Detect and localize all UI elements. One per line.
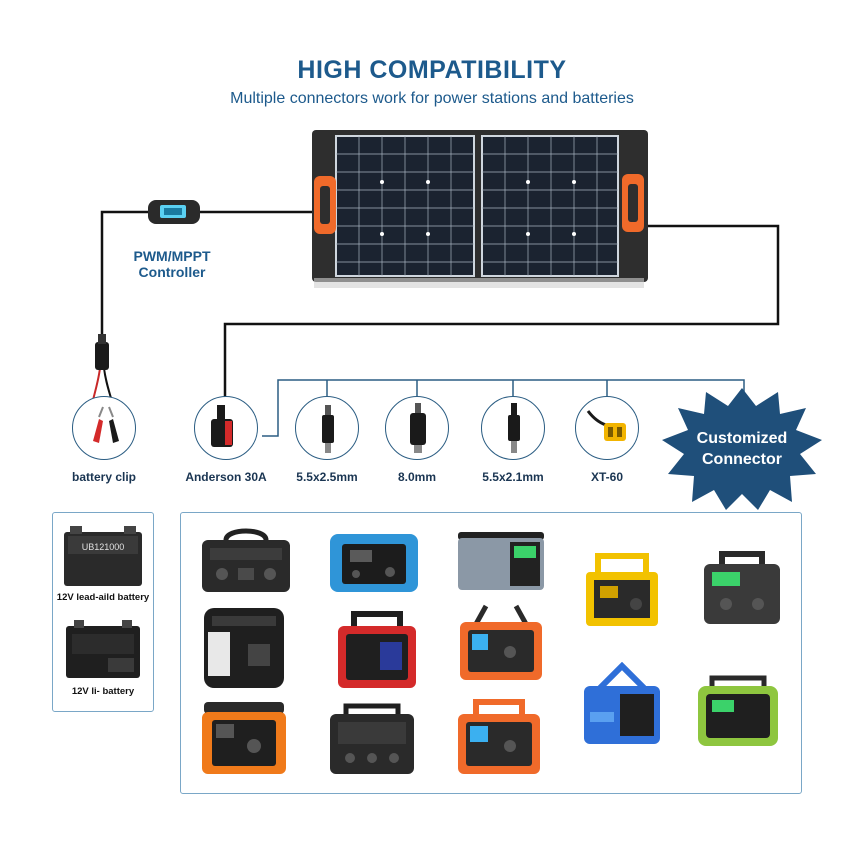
connector-anderson (194, 396, 258, 460)
dc-plug-icon (410, 403, 426, 453)
connector-bracket (262, 379, 745, 437)
power-stations-box (180, 512, 802, 794)
battery-label-lithium: 12V li- battery (71, 686, 135, 697)
connector-5-5x2-1 (481, 396, 545, 460)
solar-panel-icon (312, 130, 648, 288)
connector-label-8-0mm: 8.0mm (397, 470, 437, 484)
customized-connector-label: Customized Connector (696, 430, 788, 468)
cable-controller-left (100, 210, 148, 345)
anderson-connector-icon (211, 405, 233, 447)
connector-label-battery-clip: battery clip (71, 470, 137, 484)
battery-clip-icon (93, 406, 119, 443)
lithium-battery-icon (66, 620, 140, 678)
power-station-6-icon (204, 608, 284, 688)
connector-label-xt60: XT-60 (590, 470, 623, 484)
lead-acid-battery-icon: UB121000 (64, 526, 142, 586)
cable-to-anderson (223, 224, 780, 398)
power-station-3-icon (458, 532, 544, 590)
connector-xt60 (575, 396, 639, 460)
power-station-13-icon (458, 699, 540, 774)
connector-label-5-5x2-1: 5.5x2.1mm (482, 470, 544, 484)
power-station-1-icon (202, 528, 290, 592)
xt60-connector-icon (586, 410, 626, 441)
power-station-2-icon (330, 534, 418, 592)
inline-connector-icon (95, 334, 109, 370)
customized-connector-badge (662, 388, 822, 510)
page-title: HIGH COMPATIBILITY (297, 56, 567, 84)
connector-label-5-5x2-5: 5.5x2.5mm (296, 470, 358, 484)
connector-label-anderson: Anderson 30A (185, 470, 267, 484)
dc-plug-icon (322, 405, 334, 453)
controller-device-icon (148, 200, 200, 224)
power-station-10-icon (698, 675, 778, 746)
battery-box (52, 512, 154, 712)
power-station-7-icon (338, 611, 416, 688)
power-station-4-icon (586, 553, 658, 626)
page-subtitle: Multiple connectors work for power stati… (230, 90, 634, 107)
connector-8-0mm (385, 396, 449, 460)
svg-text:UB121000: UB121000 (82, 542, 125, 552)
battery-label-lead-acid: 12V lead-aild battery (56, 592, 150, 603)
power-station-9-icon (584, 662, 660, 744)
power-station-8-icon (460, 604, 542, 680)
power-station-12-icon (330, 703, 414, 774)
power-station-5-icon (704, 551, 780, 624)
dc-plug-icon (508, 403, 520, 453)
power-station-11-icon (202, 702, 286, 774)
connector-battery-clip (72, 396, 136, 460)
connector-5-5x2-5 (295, 396, 359, 460)
controller-label: PWM/MPPT Controller (133, 248, 211, 280)
